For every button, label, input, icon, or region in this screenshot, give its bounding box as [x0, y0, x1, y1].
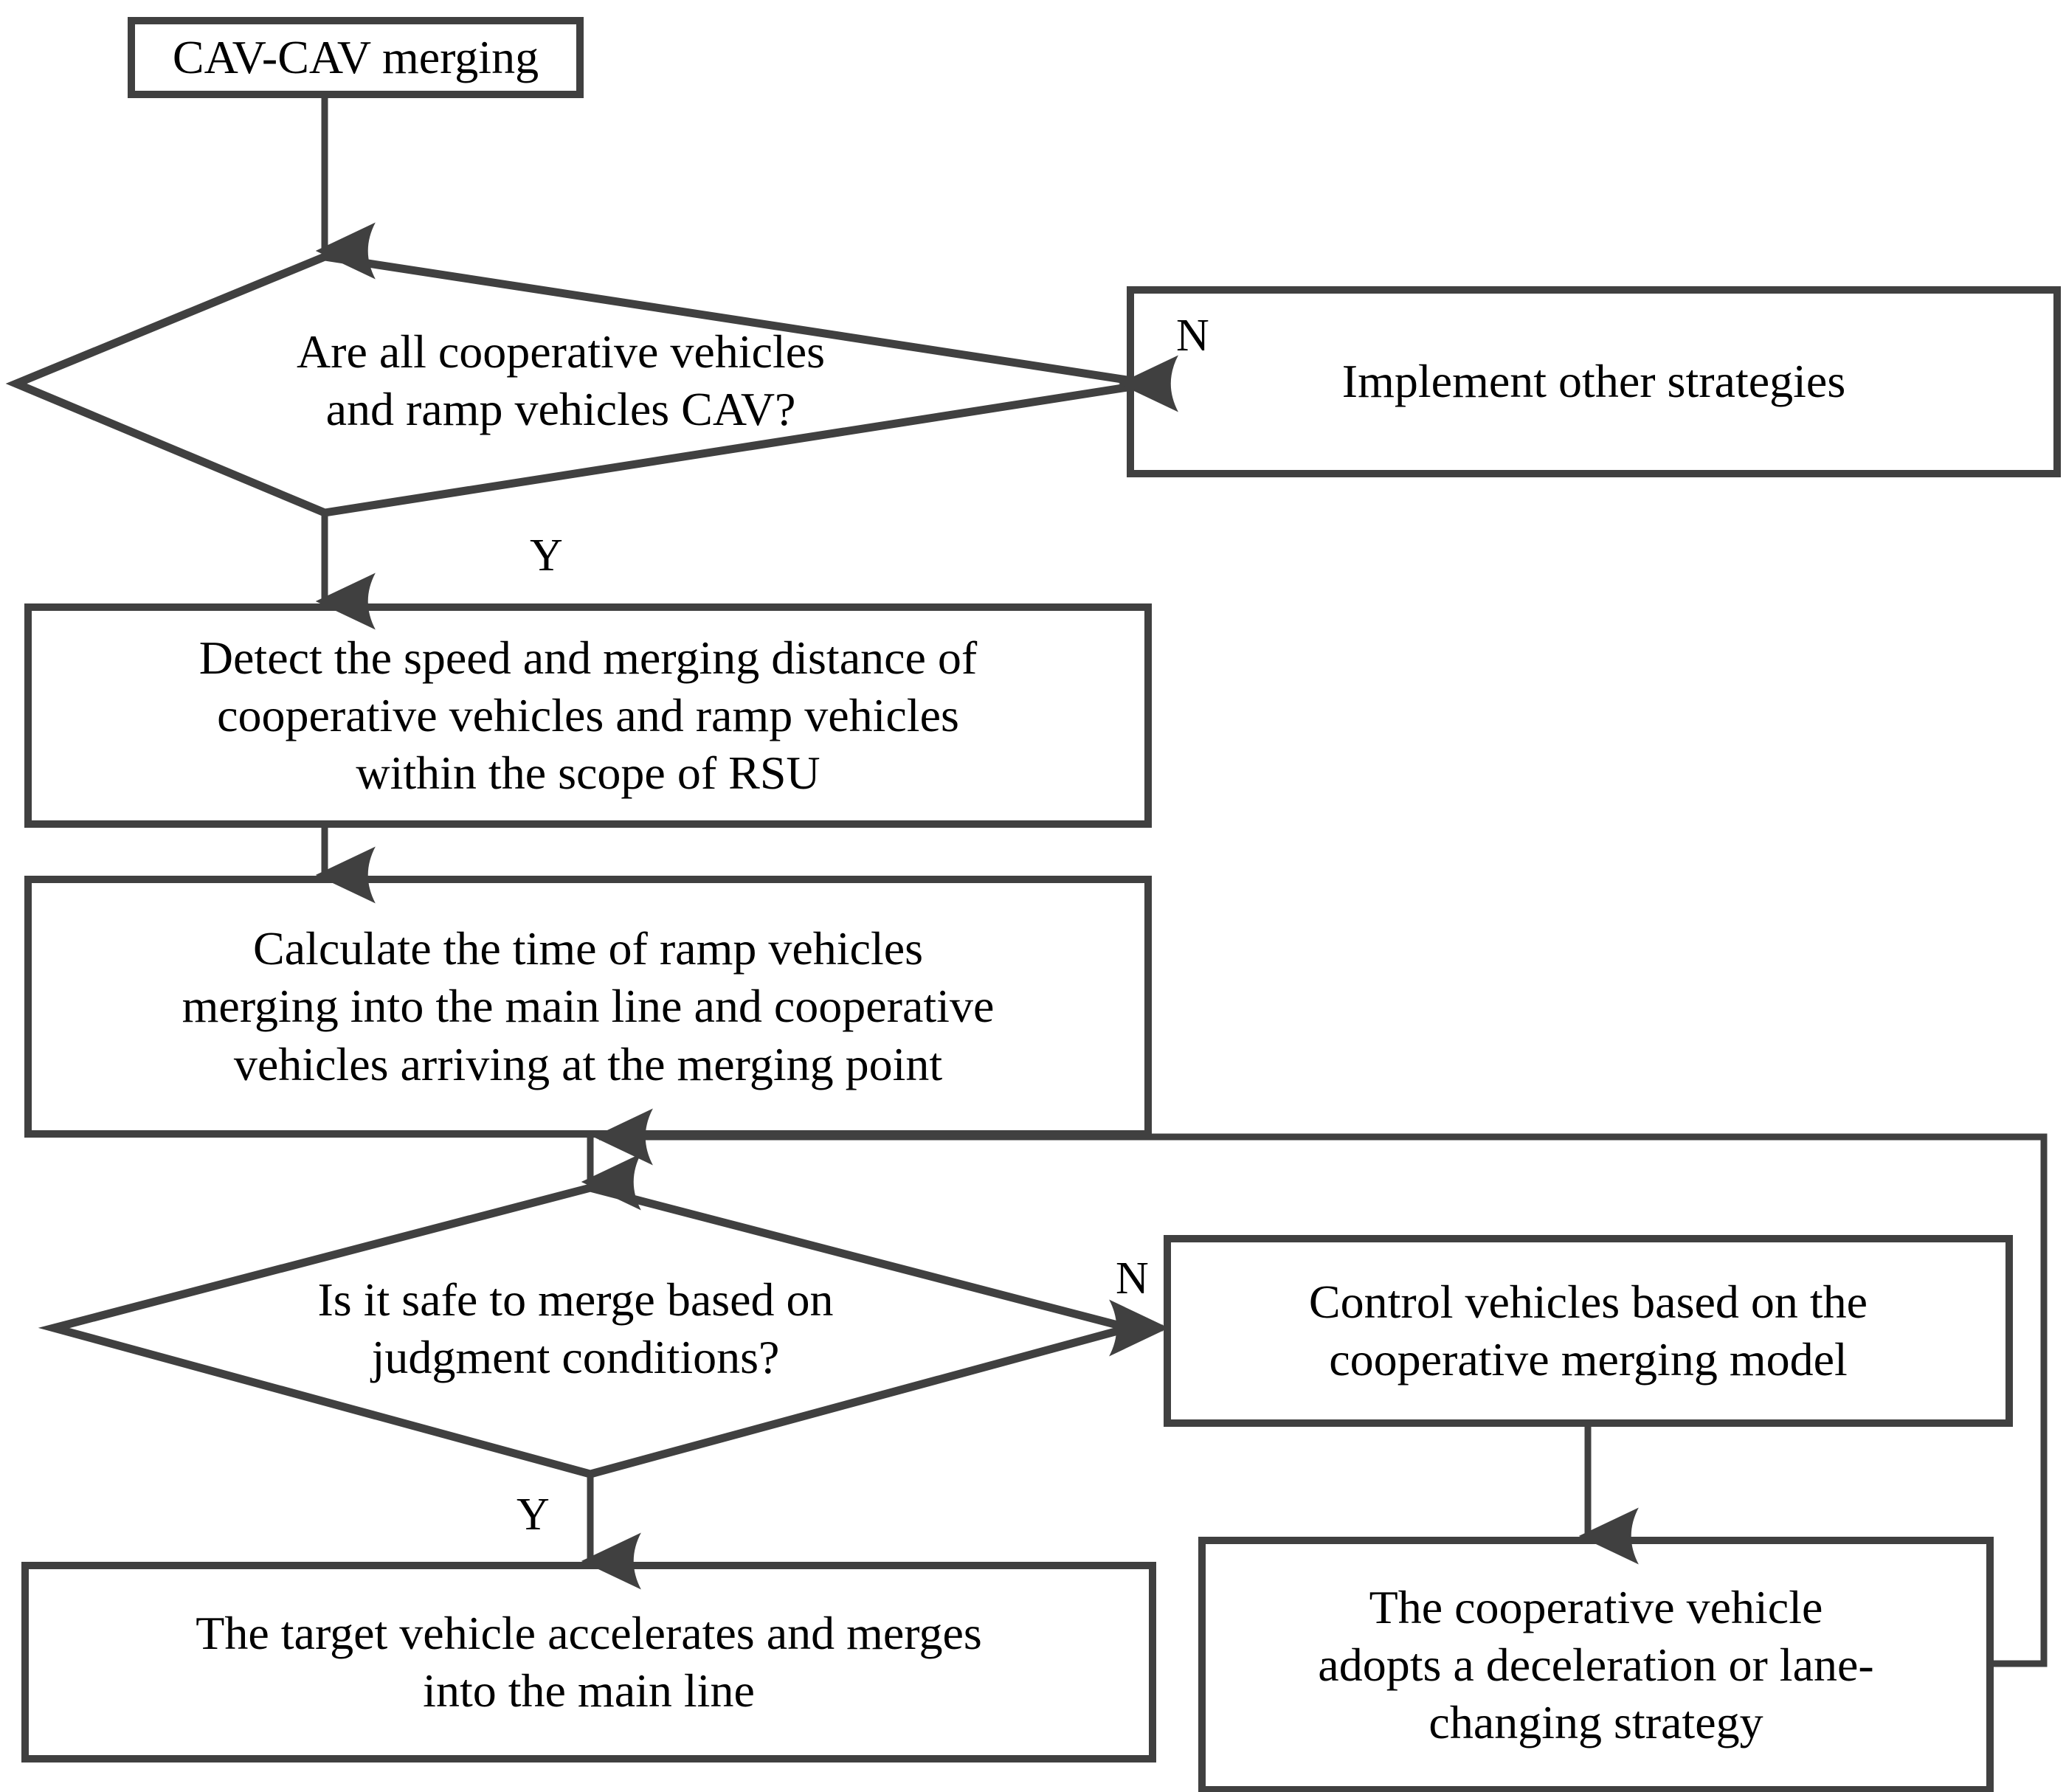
node-detect-shape	[24, 603, 1152, 828]
node-decision-all-cav-shape	[5, 252, 1152, 517]
node-calculate-shape	[24, 876, 1152, 1138]
edge-label-decision1-no: N	[1176, 311, 1209, 361]
edge-decelerate-feedback-to-decision2	[592, 1108, 2048, 1667]
edge-label-decision1-yes: Y	[530, 530, 563, 581]
node-control-shape	[1164, 1235, 2013, 1427]
node-decision-safe-shape	[38, 1183, 1145, 1478]
node-accelerate-shape	[21, 1562, 1156, 1762]
node-other-strategies-shape	[1127, 286, 2061, 477]
node-decelerate-shape	[1198, 1537, 1994, 1792]
edge-label-decision2-no: N	[1116, 1253, 1149, 1304]
edge-label-decision2-yes: Y	[516, 1490, 550, 1540]
node-start-shape	[128, 17, 584, 98]
